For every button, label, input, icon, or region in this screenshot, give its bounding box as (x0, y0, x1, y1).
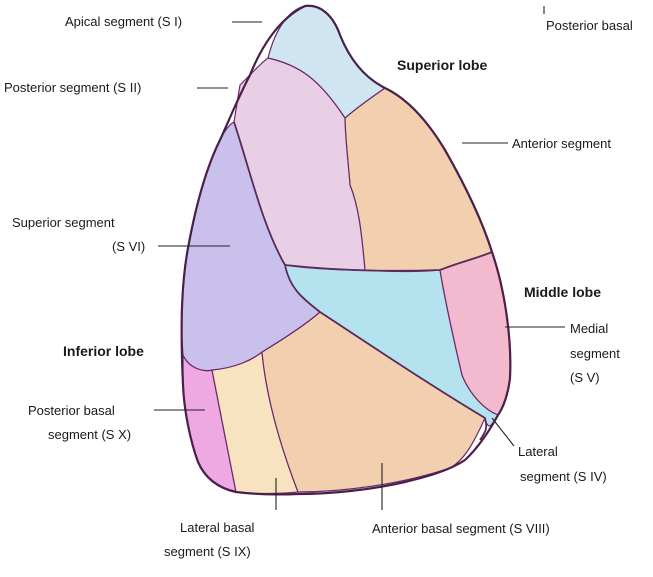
label-superior-lobe: Superior lobe (397, 57, 487, 73)
label-superior-segment-line2: (S VI) (112, 239, 145, 254)
label-posterior-basal-line1: Posterior basal (28, 403, 115, 418)
label-middle-lobe: Middle lobe (524, 284, 601, 300)
label-anterior-segment: Anterior segment (512, 136, 611, 151)
label-lateral-basal-line1: Lateral basal (180, 520, 255, 535)
label-posterior-segment: Posterior segment (S II) (4, 80, 141, 95)
label-apical-segment: Apical segment (S I) (65, 14, 182, 29)
label-superior-segment-line1: Superior segment (12, 215, 115, 230)
label-medial-segment-line1: Medial (570, 321, 608, 336)
label-posterior-basal-line2: segment (S X) (48, 427, 131, 442)
label-medial-segment-line2: segment (570, 346, 620, 361)
label-anterior-basal-segment: Anterior basal segment (S VIII) (372, 521, 550, 536)
label-lateral-segment-line2: segment (S IV) (520, 469, 607, 484)
label-posterior-basal-top: Posterior basal (546, 18, 633, 33)
label-medial-segment-line3: (S V) (570, 370, 600, 385)
label-lateral-basal-line2: segment (S IX) (164, 544, 251, 559)
label-lateral-segment-line1: Lateral (518, 444, 558, 459)
leader-lateral-seg (492, 418, 514, 446)
segment-anterior (345, 88, 492, 272)
label-inferior-lobe: Inferior lobe (63, 343, 144, 359)
